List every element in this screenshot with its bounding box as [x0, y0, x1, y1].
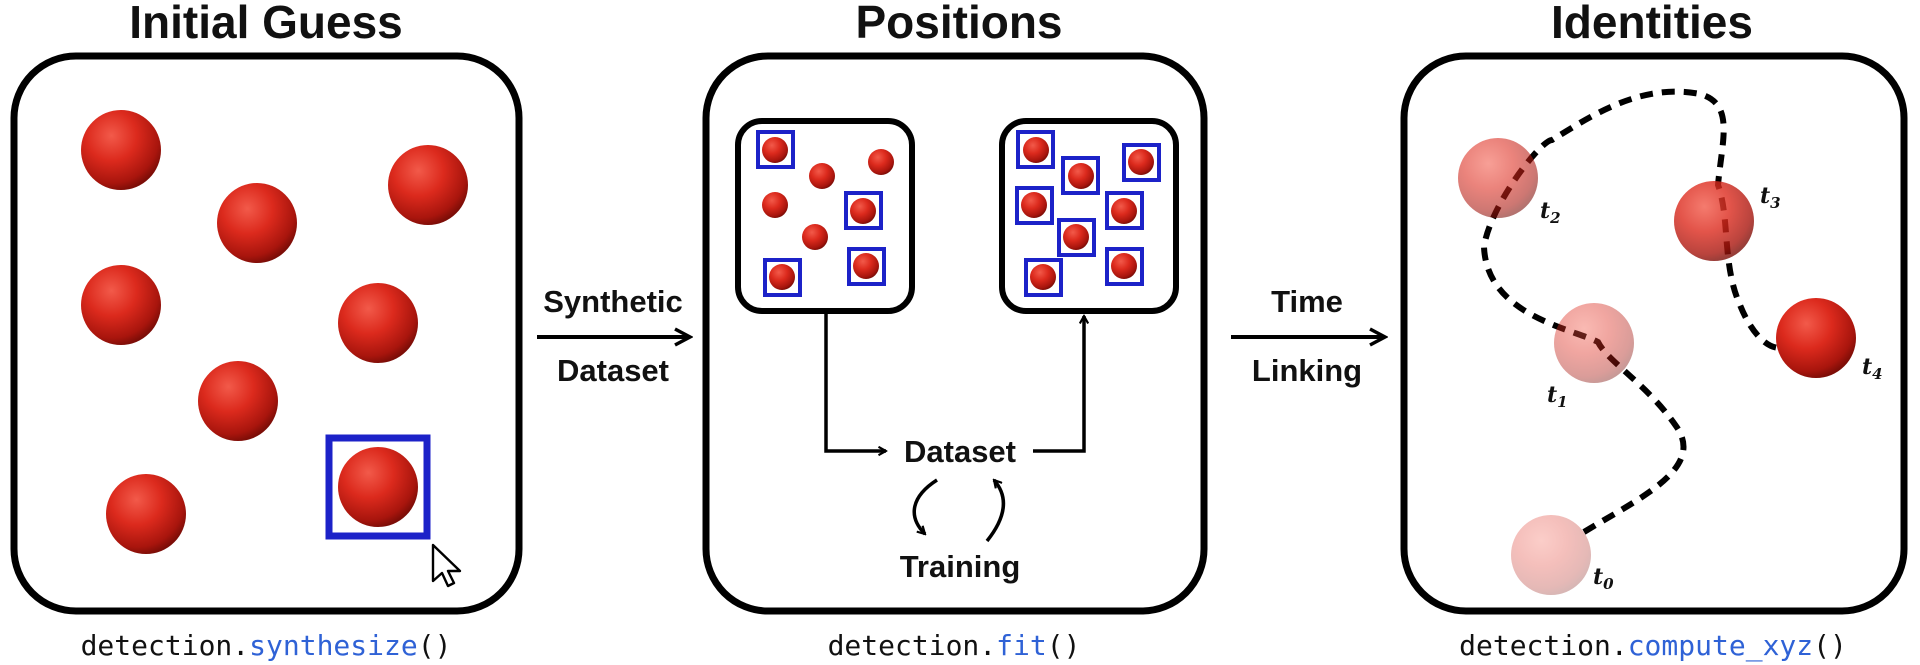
particle — [1111, 253, 1137, 279]
particle-t3 — [1674, 181, 1754, 261]
particle — [106, 474, 186, 554]
label-box — [1061, 156, 1100, 195]
code-method: fit — [996, 629, 1047, 662]
particle-t4 — [1776, 298, 1856, 378]
particle — [853, 253, 879, 279]
particle — [1063, 224, 1089, 250]
particle — [850, 198, 876, 224]
panel-identities: Identities t0 t1 t2 t3 t4 detection.comp… — [1400, 0, 1908, 663]
particle — [802, 224, 828, 250]
panel-title: Identities — [1551, 0, 1753, 48]
arrow-label-line1: Synthetic — [543, 284, 683, 319]
label-box — [1105, 191, 1144, 230]
arrow-label-line1: Time — [1271, 284, 1343, 319]
particle — [338, 447, 418, 527]
label-box — [1105, 247, 1144, 286]
particle — [388, 145, 468, 225]
particles — [1458, 138, 1856, 595]
particle — [1068, 163, 1094, 189]
trajectory-line — [1480, 88, 1781, 535]
particle — [81, 110, 161, 190]
label-box — [1016, 130, 1055, 169]
particle — [1021, 192, 1047, 218]
particle — [81, 265, 161, 345]
arrow-label-line2: Linking — [1252, 353, 1362, 388]
panel-title: Initial Guess — [129, 0, 403, 48]
synthetic-image-box — [735, 118, 915, 314]
particle — [769, 264, 795, 290]
particle-t1 — [1554, 303, 1634, 383]
particle — [1111, 198, 1137, 224]
time-label-t0: t0 — [1593, 564, 1614, 593]
code-suffix: () — [1813, 629, 1847, 662]
code-label: detection.fit() — [828, 629, 1081, 662]
prediction-image-box — [999, 118, 1179, 314]
label-box — [1057, 218, 1096, 257]
label-box — [1024, 258, 1063, 297]
particle — [868, 149, 894, 175]
panel-title: Positions — [855, 0, 1062, 48]
particle — [762, 192, 788, 218]
time-label-t1: t1 — [1547, 382, 1568, 411]
time-label-t3: t3 — [1760, 183, 1781, 212]
arrow-label-line2: Dataset — [557, 353, 669, 388]
code-label: detection.compute_xyz() — [1459, 629, 1847, 663]
code-prefix: detection. — [81, 629, 250, 662]
time-label-t4: t4 — [1862, 354, 1883, 383]
time-label-t2: t2 — [1540, 198, 1561, 227]
label-box — [847, 247, 886, 286]
code-prefix: detection. — [828, 629, 997, 662]
particle — [338, 283, 418, 363]
code-label: detection.synthesize() — [81, 629, 452, 662]
time-labels: t0 t1 t2 t3 t4 — [1540, 183, 1883, 593]
to-dataset-arrow — [824, 312, 886, 451]
arrow-time-linking: Time Linking — [1231, 284, 1385, 388]
arrow-synthetic-dataset: Synthetic Dataset — [537, 284, 690, 388]
code-prefix: detection. — [1459, 629, 1628, 662]
code-suffix: () — [418, 629, 452, 662]
particle — [198, 361, 278, 441]
panel-positions: Positions — [702, 0, 1208, 662]
mouse-cursor-icon — [431, 543, 462, 588]
label-box — [756, 130, 795, 169]
particle — [1128, 149, 1154, 175]
particle — [1030, 264, 1056, 290]
particle — [809, 163, 835, 189]
particle — [1023, 137, 1049, 163]
particle — [762, 137, 788, 163]
from-dataset-arrow — [1033, 316, 1084, 453]
particles — [81, 110, 468, 554]
label-box — [1122, 143, 1161, 182]
dataset-label: Dataset — [904, 434, 1016, 469]
panel-initial-guess: Initial Guess detection.synthesize() — [10, 0, 523, 662]
selection-box — [325, 434, 431, 540]
particle-t2 — [1458, 138, 1538, 218]
label-box — [1015, 186, 1054, 225]
particle — [217, 183, 297, 263]
code-suffix: () — [1047, 629, 1081, 662]
training-label: Training — [900, 549, 1021, 584]
code-method: compute_xyz — [1628, 629, 1813, 663]
cycle-arrows-icon — [912, 480, 1006, 543]
label-box — [763, 258, 802, 297]
code-method: synthesize — [249, 629, 418, 662]
label-box — [844, 191, 883, 230]
particle-t0 — [1511, 515, 1591, 595]
